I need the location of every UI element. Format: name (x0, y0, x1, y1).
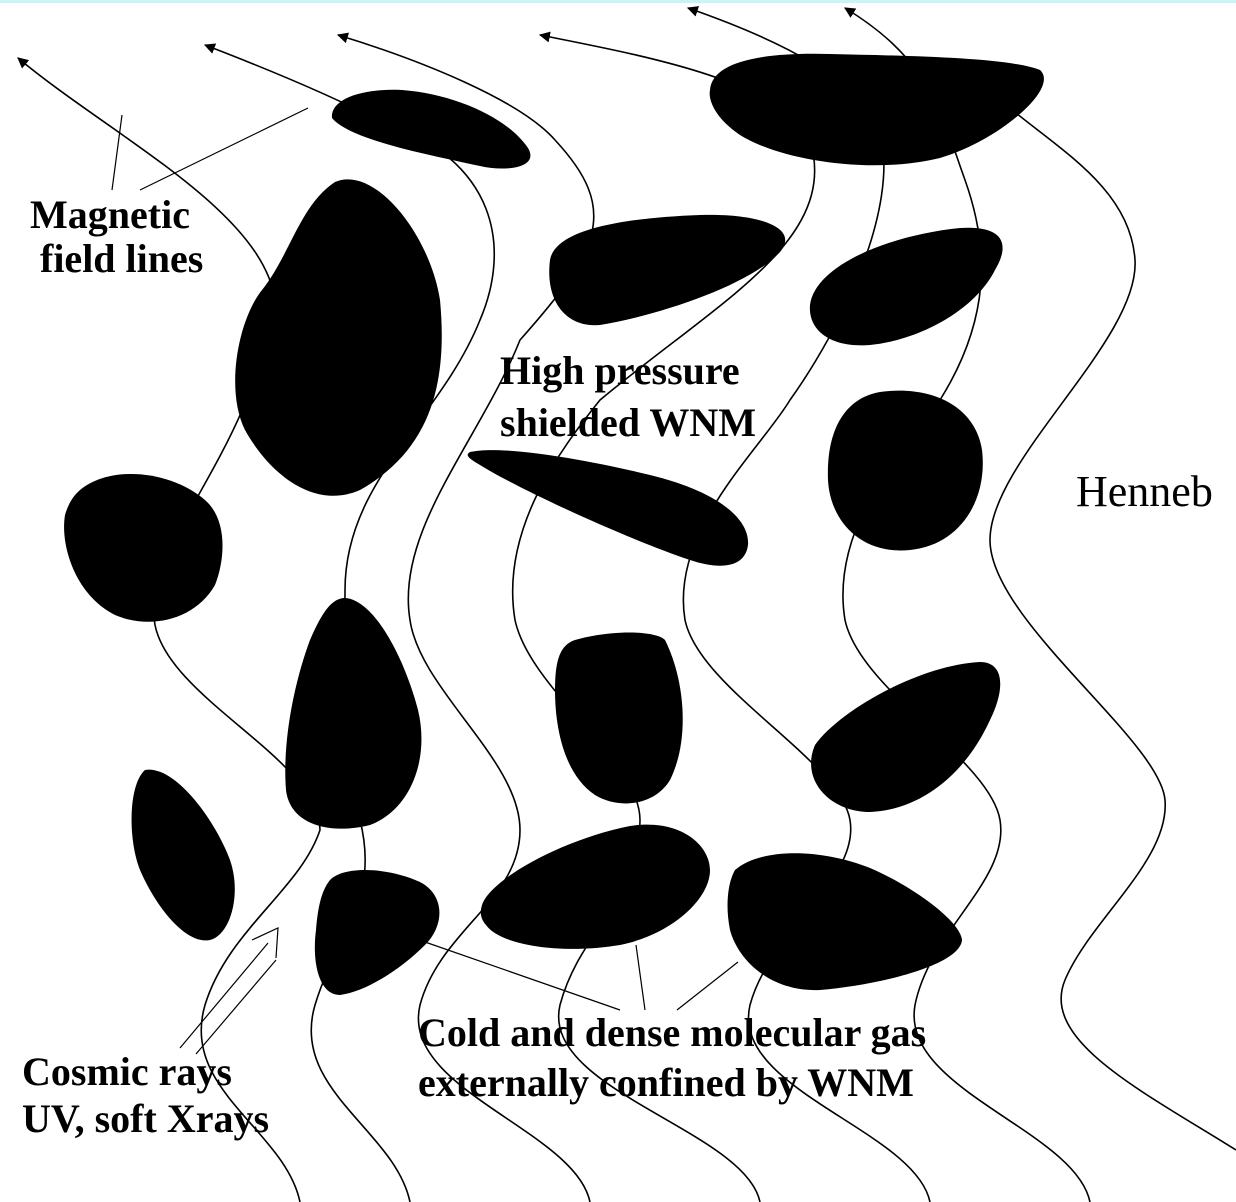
cloud-top-large (710, 54, 1044, 166)
label-magnetic-line2: field lines (40, 236, 203, 281)
label-cosmic-line1: Cosmic rays (22, 1049, 232, 1094)
cloud-left-round (64, 474, 222, 622)
label-magnetic-line1: Magnetic (30, 192, 190, 237)
cloud-lower-left (132, 770, 235, 941)
cloud-center-right (555, 633, 683, 804)
label-cosmic-line2: UV, soft Xrays (22, 1096, 269, 1141)
cloud-right-mid (828, 391, 983, 551)
cosmic-arrow (180, 928, 278, 1054)
magnetic-pointer-1 (112, 115, 122, 190)
label-cold-dense-line1: Cold and dense molecular gas (418, 1010, 926, 1055)
cloud-top-small (332, 90, 531, 169)
cloud-right-lower (811, 662, 1000, 812)
cold-pointer-2 (636, 945, 645, 1010)
label-cold-dense-line2: externally confined by WNM (418, 1060, 914, 1105)
cold-pointer-3 (677, 962, 738, 1010)
field-line-7 (990, 90, 1236, 1150)
cloud-bottom-small (315, 870, 440, 995)
side-note-text: Henneb (1076, 467, 1213, 516)
magnetic-pointer-2 (140, 108, 308, 190)
label-high-pressure-line1: High pressure (500, 348, 740, 393)
label-high-pressure-line2: shielded WNM (500, 400, 756, 445)
cloud-mid-upper (549, 215, 785, 325)
cloud-bottom-mid (481, 825, 710, 949)
cold-pointer-1 (425, 942, 620, 1010)
cloud-long-wedge (468, 450, 748, 566)
molecular-clouds (64, 54, 1044, 995)
cloud-tall-left (235, 179, 442, 495)
cloud-center-tall (285, 598, 421, 829)
